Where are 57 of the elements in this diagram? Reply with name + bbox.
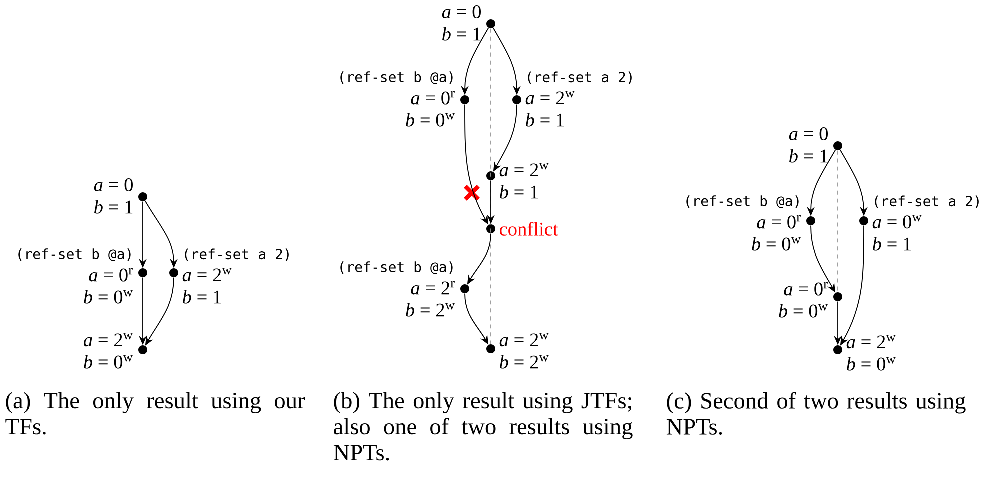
state-label: a = 2$^{w}$ <box>526 91 575 105</box>
state-dot <box>138 346 148 354</box>
operation-label: (ref-set a 2) <box>528 72 632 84</box>
state-label: b = 1 <box>442 27 481 41</box>
state-label: b = 1 <box>526 113 564 127</box>
state-label: b = 0$^{w}$ <box>847 357 896 371</box>
state-label: a = 0$^{r}$ <box>757 215 801 229</box>
state-label: b = 1 <box>94 200 133 214</box>
caption: (c) Second of two results using NPTs. <box>666 392 966 436</box>
state-label: a = 0$^{r}$ <box>411 91 455 105</box>
state-dot <box>460 96 470 104</box>
state-label: a = 0 <box>94 178 133 192</box>
status-label: conflict <box>500 222 558 236</box>
caption: (b) The only result using JTFs; also one of two results using NPTs. <box>334 392 633 461</box>
state-label: a = 2$^{w}$ <box>500 333 549 347</box>
state-label: a = 0$^{r}$ <box>784 282 828 296</box>
state-label: a = 2$^{w}$ <box>84 333 133 347</box>
state-label: a = 0 <box>789 127 828 141</box>
state-label: b = 2$^{w}$ <box>500 355 549 369</box>
state-dot <box>486 20 496 28</box>
operation-label: (ref-set b @a) <box>340 262 453 274</box>
state-dot <box>834 142 842 150</box>
operation-label: (ref-set b @a) <box>340 72 453 84</box>
state-dot <box>138 268 148 278</box>
state-label: b = 1 <box>873 237 912 251</box>
operation-label: (ref-set a 2) <box>185 248 289 262</box>
operation-label: (ref-set b @a) <box>686 196 799 208</box>
state-dot <box>806 216 816 226</box>
state-label: a = 0$^{r}$ <box>89 268 133 282</box>
state-label: b = 1 <box>790 149 828 163</box>
state-dot <box>138 192 148 202</box>
state-label: a = 2$^{r}$ <box>411 281 455 295</box>
state-dot <box>486 224 496 234</box>
state-dot <box>834 292 842 302</box>
state-label: a = 2$^{w}$ <box>846 335 896 349</box>
state-dot <box>460 284 470 294</box>
state-dot <box>834 346 842 354</box>
state-label: b = 2$^{w}$ <box>406 303 455 317</box>
state-dot <box>170 268 178 278</box>
state-dot <box>860 216 868 226</box>
operation-label: (ref-set a 2) <box>875 196 979 208</box>
state-label: b = 1 <box>182 290 222 304</box>
state-dot <box>512 96 522 104</box>
state-label: b = 0$^{w}$ <box>779 304 828 318</box>
state-label: b = 1 <box>500 185 538 199</box>
state-label: a = 0$^{w}$ <box>872 215 922 229</box>
state-dot <box>486 344 496 354</box>
state-dot <box>486 172 496 180</box>
state-label: a = 0 <box>442 5 481 19</box>
state-label: a = 2$^{w}$ <box>500 163 549 177</box>
state-label: a = 2$^{w}$ <box>182 268 232 282</box>
caption: (a) The only result using our TFs. <box>6 392 306 435</box>
operation-label: (ref-set b @a) <box>18 248 131 262</box>
state-label: b = 0$^{w}$ <box>84 355 133 369</box>
state-label: b = 0$^{w}$ <box>406 113 455 127</box>
state-label: b = 0$^{w}$ <box>752 237 801 251</box>
state-label: b = 0$^{w}$ <box>84 290 133 304</box>
